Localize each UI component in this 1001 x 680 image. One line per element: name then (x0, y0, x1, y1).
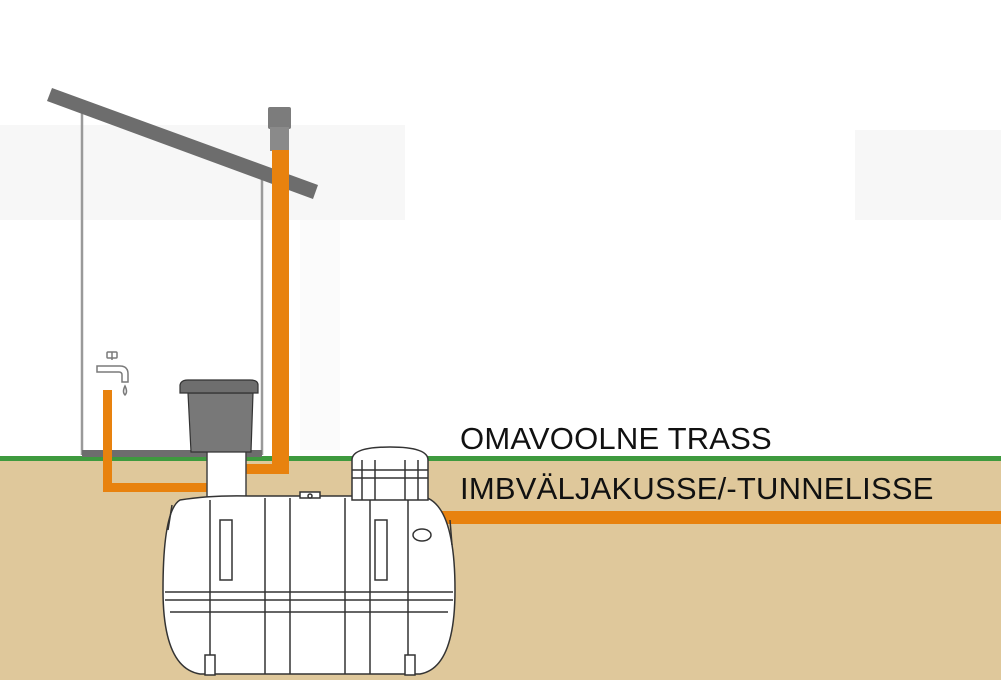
house-floor (82, 450, 262, 457)
bg-haze-left (0, 125, 405, 220)
vent-pipe (246, 107, 291, 474)
outhouse (47, 88, 318, 457)
water-tap-icon (96, 351, 129, 397)
grass-line (0, 456, 1001, 461)
outflow-pipe (440, 511, 1001, 524)
vent-cap-icon (268, 107, 291, 129)
outflow-label-line-1: OMAVOOLNE TRASS (460, 421, 772, 456)
house-roof (47, 88, 318, 199)
outflow-label-line-2: IMBVÄLJAKUSSE/-TUNNELISSE (460, 471, 934, 506)
tap-pipe (103, 390, 207, 492)
bg-haze-right (855, 130, 1001, 220)
bg-haze-mid (300, 220, 340, 450)
toilet-bucket-icon (179, 379, 259, 501)
septic-tank-icon (162, 446, 456, 676)
toilet-riser (206, 449, 247, 501)
